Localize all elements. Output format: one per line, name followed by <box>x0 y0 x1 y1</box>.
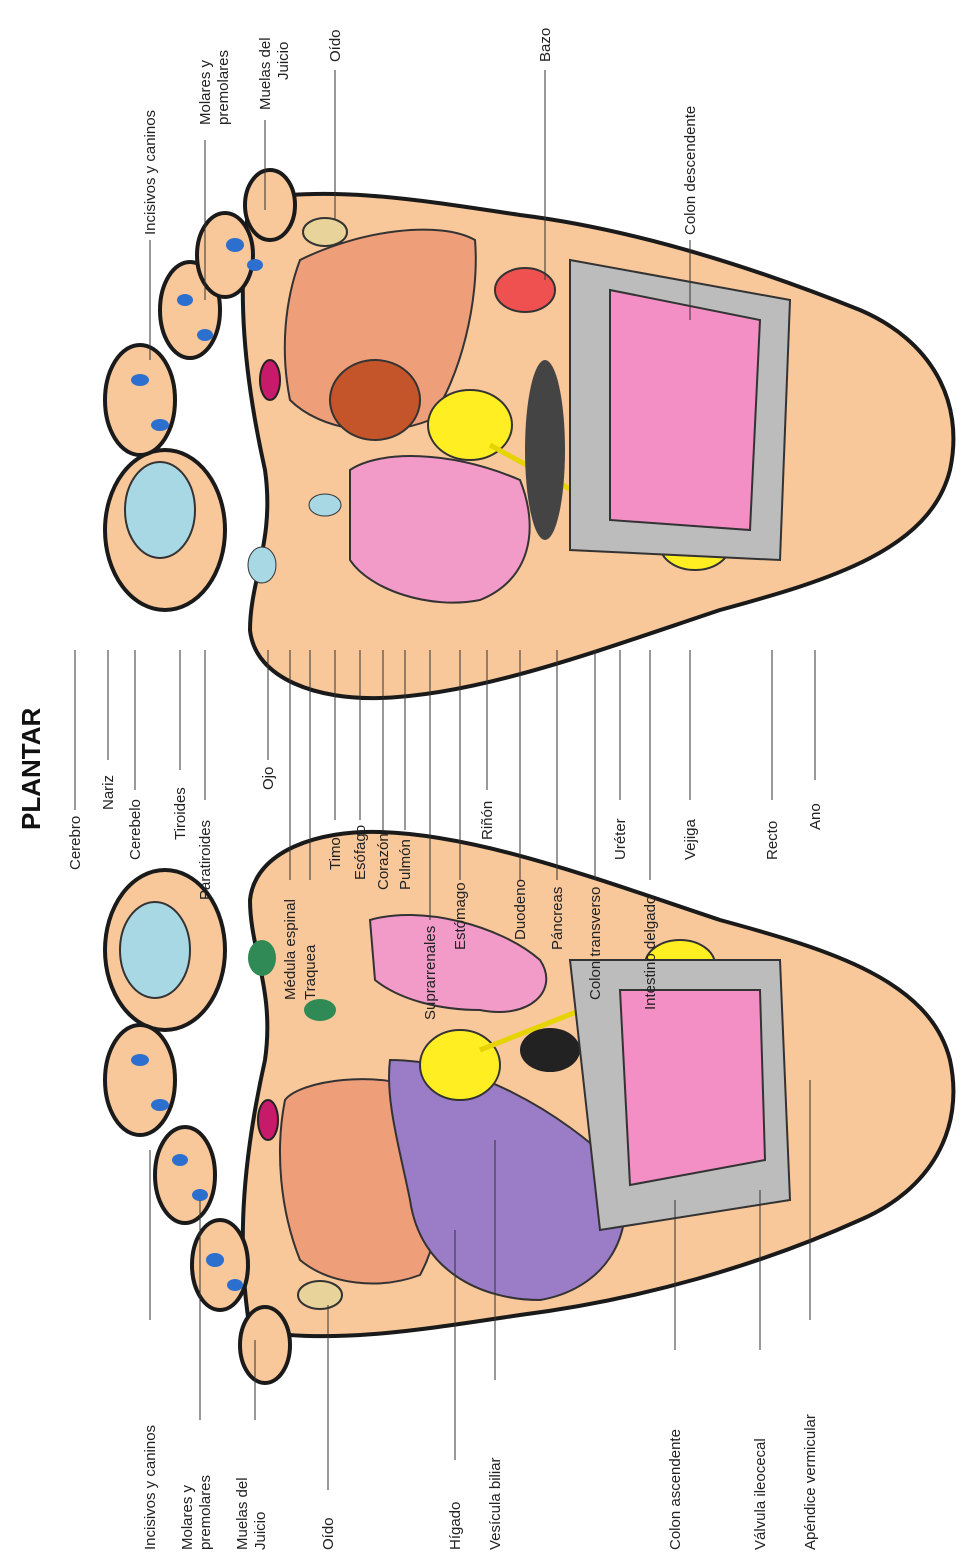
label-oido-right: Oído <box>327 29 344 62</box>
left-toe-3 <box>155 1127 215 1223</box>
right-foot <box>105 170 953 698</box>
left-adrenal <box>420 1030 500 1100</box>
label-suprarrenales: Suprarrenales <box>422 926 439 1020</box>
label-muelas-left-2: Juicio <box>252 1512 269 1550</box>
left-kidney <box>520 1028 580 1072</box>
label-duodeno: Duodeno <box>512 879 529 940</box>
label-molares-right-1: Molares y <box>197 59 214 125</box>
right-small-intestine <box>610 290 760 530</box>
right-eye <box>260 360 280 400</box>
left-toe-5 <box>240 1307 290 1383</box>
label-recto: Recto <box>764 821 781 860</box>
right-heart <box>330 360 420 440</box>
label-tiroides: Tiroides <box>172 787 189 840</box>
right-kidney <box>525 360 565 540</box>
label-pulmon: Pulmón <box>397 839 414 890</box>
label-incisivos-left: Incisivos y caninos <box>142 1425 159 1550</box>
label-ojo: Ojo <box>260 767 277 790</box>
left-toe-2 <box>105 1025 175 1135</box>
label-esofago: Esófago <box>352 825 369 880</box>
label-nariz: Nariz <box>100 775 117 810</box>
left-small-intestine <box>620 990 765 1185</box>
label-valvula: Válvula ileocecal <box>752 1438 769 1550</box>
label-incisivos-right: Incisivos y caninos <box>142 110 159 235</box>
label-estomago: Estómago <box>452 882 469 950</box>
label-intestino: Intestino delgado <box>642 896 659 1010</box>
left-brain <box>120 902 190 998</box>
right-stomach <box>350 456 530 603</box>
page-title: PLANTAR <box>16 707 46 830</box>
right-brain <box>125 462 195 558</box>
label-oido-left: Oído <box>320 1517 337 1550</box>
left-eye <box>258 1100 278 1140</box>
right-ear <box>303 218 347 246</box>
label-ano: Ano <box>807 803 824 830</box>
right-thymus <box>309 494 341 516</box>
right-spleen <box>495 268 555 312</box>
label-molares-left-1: Molares y <box>179 1484 196 1550</box>
left-thyroid <box>248 940 276 976</box>
right-toe-5 <box>245 170 295 240</box>
label-molares-left-2: premolares <box>197 1475 214 1550</box>
label-cerebelo: Cerebelo <box>127 799 144 860</box>
label-medula: Médula espinal <box>282 899 299 1000</box>
label-bazo: Bazo <box>537 28 554 62</box>
label-colon-transverso: Colon transverso <box>587 887 604 1000</box>
label-muelas-left-1: Muelas del <box>234 1477 251 1550</box>
label-higado: Hígado <box>447 1502 464 1550</box>
label-colon-descendente: Colon descendente <box>682 106 699 235</box>
right-toe-2 <box>105 345 175 455</box>
label-apendice: Apéndice vermicular <box>802 1414 819 1550</box>
left-foot <box>105 832 953 1383</box>
label-molares-right-2: premolares <box>215 50 232 125</box>
label-muelas-right-2: Juicio <box>275 42 292 80</box>
label-traquea: Traquea <box>302 944 319 1000</box>
label-colon-ascendente: Colon ascendente <box>667 1429 684 1550</box>
label-rinon: Riñón <box>479 801 496 840</box>
label-muelas-right-1: Muelas del <box>257 37 274 110</box>
label-paratiroides: Paratiroides <box>197 820 214 900</box>
left-ear <box>298 1281 342 1309</box>
label-corazon: Corazón <box>375 833 392 890</box>
label-pancreas: Páncreas <box>549 887 566 950</box>
label-vejiga: Vejiga <box>682 818 699 860</box>
label-cerebro: Cerebro <box>67 816 84 870</box>
label-ureter: Uréter <box>612 818 629 860</box>
label-timo: Timo <box>327 837 344 870</box>
left-thymus <box>304 999 336 1021</box>
right-thyroid <box>248 547 276 583</box>
label-vesicula: Vesícula biliar <box>487 1457 504 1550</box>
